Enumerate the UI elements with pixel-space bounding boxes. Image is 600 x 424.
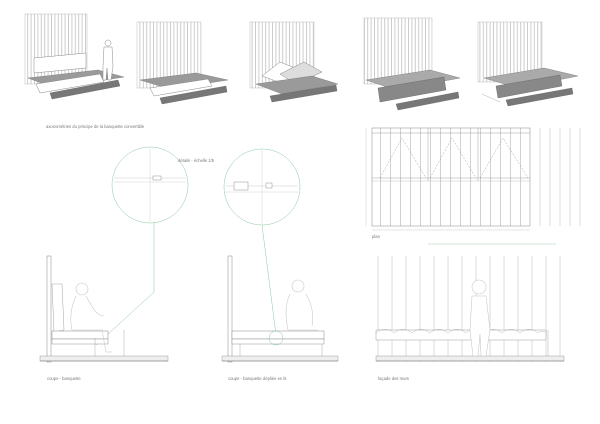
axonometry-4 [363,17,461,111]
axonometry-3 [249,21,339,103]
axonometry-2 [136,21,229,105]
caption-axonometries: axonométries du principe de la banquette… [46,124,145,129]
detail-circle-left [95,146,189,346]
elevation-drawing [375,243,565,362]
caption-plan: plan [372,234,380,239]
section-seated [39,255,169,363]
detail-circle-right [223,148,301,336]
caption-section-unfolded: coupe - banquette dépliée en lit [228,376,287,381]
person-figure [102,39,114,81]
axonometry-1 [24,13,125,100]
person-seated [70,282,112,353]
person-standing [469,279,491,357]
caption-elevation: façade des murs [378,376,409,381]
axonometry-5 [477,21,579,107]
person-seated-2 [285,279,318,331]
caption-detail: détails - échelle 1/5 [178,158,215,163]
section-unfolded [221,255,339,363]
plan-drawing [365,127,581,231]
caption-section-seated: coupe - banquette [47,376,81,381]
